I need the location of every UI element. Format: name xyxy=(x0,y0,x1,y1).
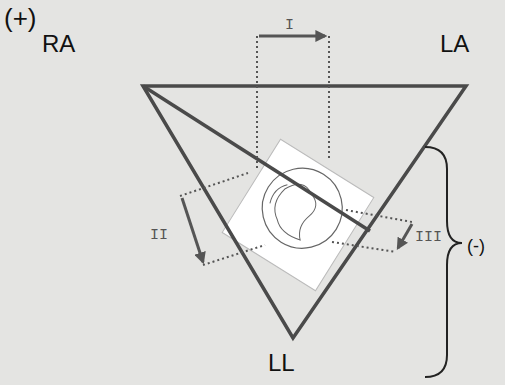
electrode-label: LA xyxy=(438,31,471,57)
polarity-sign: (-) xyxy=(465,236,487,256)
lead-label: II xyxy=(148,227,170,244)
negative-brace xyxy=(425,147,462,377)
electrode-label: LL xyxy=(266,350,297,376)
lead-label: III xyxy=(413,229,444,246)
lead-i-projection xyxy=(257,36,329,170)
lead-iii-projection xyxy=(332,210,412,252)
polarity-sign: (+) xyxy=(2,4,39,32)
lead-ii-projection xyxy=(180,173,265,265)
lead-label: I xyxy=(283,17,296,34)
einthoven-triangle xyxy=(143,86,466,338)
heart-figure xyxy=(222,139,374,291)
electrode-label: RA xyxy=(40,31,77,57)
